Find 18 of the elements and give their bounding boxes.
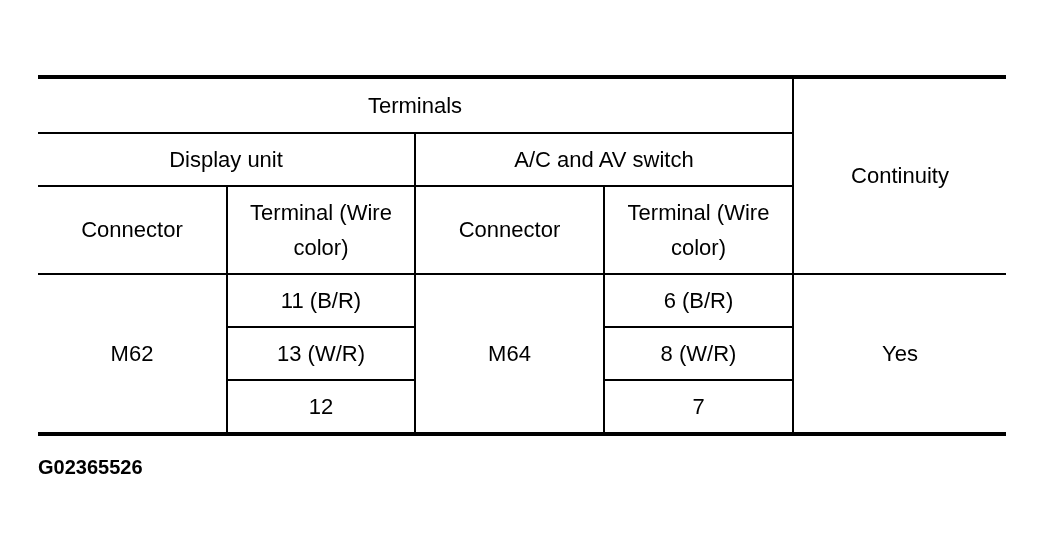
column-header: Terminal (Wire color) xyxy=(249,198,393,262)
table-value: 6 (B/R) xyxy=(663,286,734,315)
table-value: Yes xyxy=(882,339,918,368)
column-header: Display unit xyxy=(169,145,283,174)
table-value: M62 xyxy=(110,339,154,368)
column-header: A/C and AV switch xyxy=(514,145,694,174)
column-header: Connector xyxy=(81,216,183,245)
table-value: 13 (W/R) xyxy=(277,339,365,368)
table-value: 7 xyxy=(692,392,705,421)
table-value: 8 (W/R) xyxy=(660,339,737,368)
table-value: 11 (B/R) xyxy=(280,286,362,315)
column-header: Connector xyxy=(458,216,561,245)
table-value: 12 xyxy=(308,392,334,421)
figure-code: G02365526 xyxy=(38,456,143,479)
table-value: M64 xyxy=(488,339,531,368)
column-header: Terminals xyxy=(367,91,463,120)
column-header: Terminal (Wire color) xyxy=(626,198,771,262)
column-header: Continuity xyxy=(851,162,949,191)
